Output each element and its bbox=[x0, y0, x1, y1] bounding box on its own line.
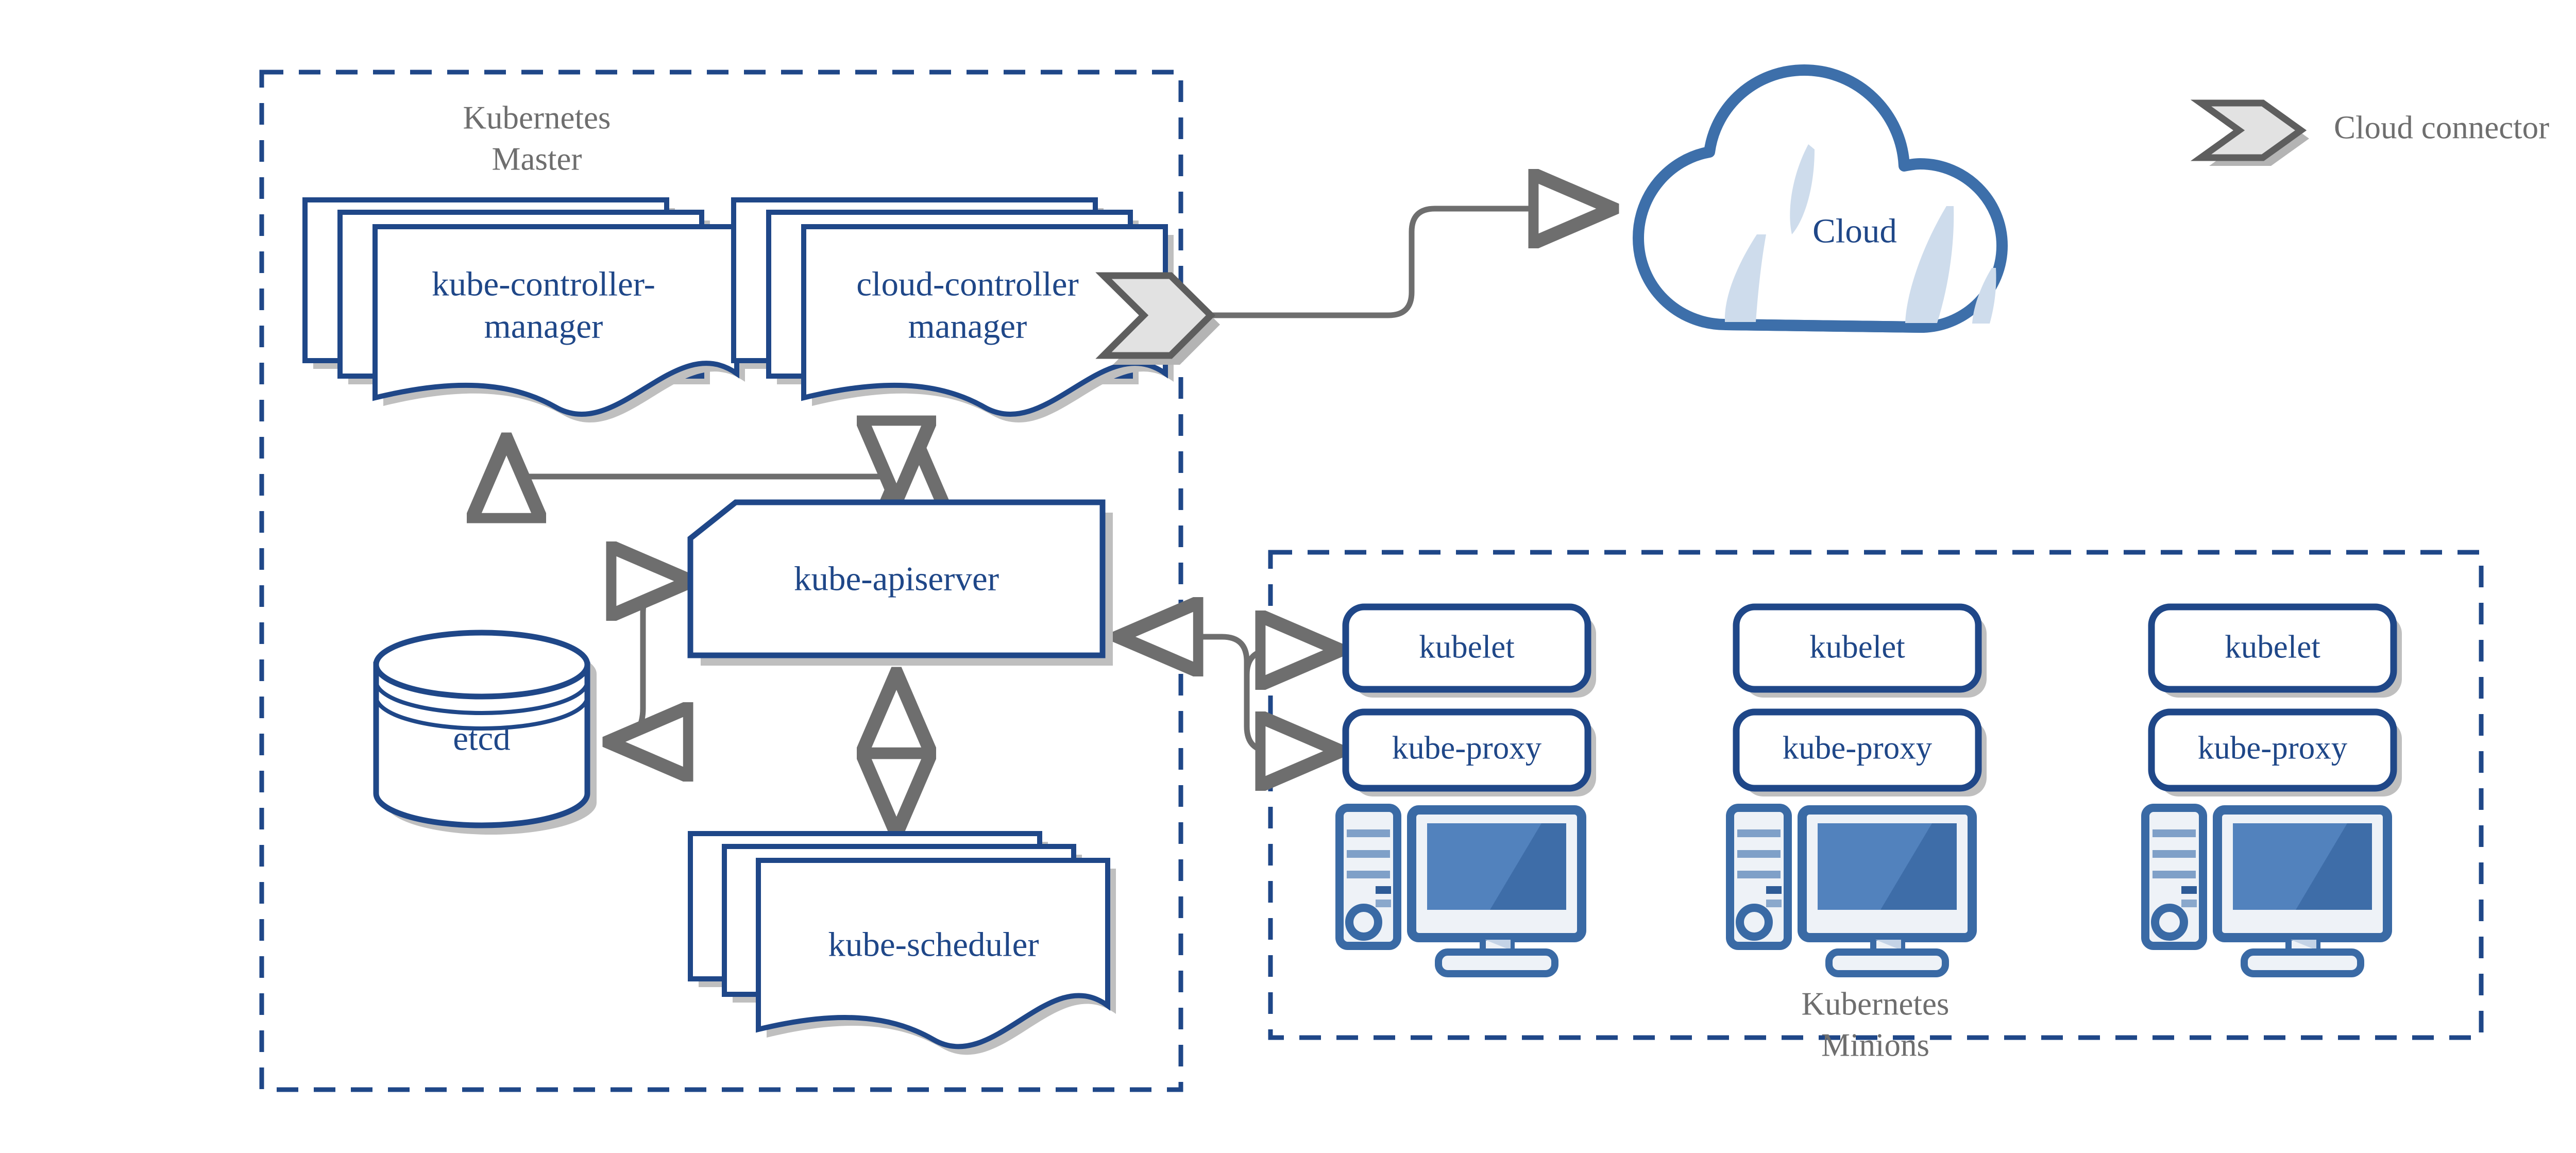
connector-apiserver-to-kubeproxy bbox=[1121, 637, 1337, 751]
cloud-outline bbox=[1633, 64, 2008, 333]
cloud-label: Cloud bbox=[1812, 212, 1897, 250]
node-kube-apiserver[interactable]: kube-apiserver bbox=[687, 499, 1113, 666]
kube-apiserver-shape bbox=[687, 499, 1106, 658]
minion-2-kube-proxy-label: kube-proxy bbox=[1783, 730, 1933, 766]
legend-cloud-connector-label: Cloud connector bbox=[2334, 109, 2549, 145]
minion-1-desktop-computer-icon bbox=[1335, 804, 1586, 977]
kubernetes-minions-group: Kubernetes Minions bbox=[1268, 550, 2484, 1063]
minion-node-1: kubelet kube-proxy bbox=[1335, 603, 1596, 977]
minion-1-kube-proxy-label: kube-proxy bbox=[1392, 730, 1542, 766]
minion-node-2: kubelet kube-proxy bbox=[1726, 603, 1987, 977]
minion-3-desktop-computer-icon bbox=[2141, 804, 2392, 977]
cloud-shade-4 bbox=[1972, 268, 1996, 324]
minion-node-3: kubelet kube-proxy bbox=[2141, 603, 2402, 977]
connector-ccm-to-cloud bbox=[1200, 209, 1610, 318]
minion-2-desktop-computer-icon bbox=[1726, 804, 1977, 977]
cloud-controller-manager-label-line2: manager bbox=[908, 307, 1027, 345]
cloud-controller-manager-label-line1: cloud-controller bbox=[856, 265, 1079, 303]
etcd-label: etcd bbox=[453, 719, 511, 757]
master-group-label-line1: Kubernetes bbox=[463, 99, 611, 135]
node-cloud-controller-manager[interactable]: cloud-controller manager bbox=[731, 197, 1174, 422]
etcd-cylinder-body bbox=[373, 662, 590, 828]
connector-apiserver-to-kcm bbox=[506, 440, 878, 477]
connector-apiserver-to-ccm bbox=[878, 440, 914, 477]
minion-2-kube-proxy[interactable]: kube-proxy bbox=[1733, 708, 1987, 796]
kube-scheduler-label: kube-scheduler bbox=[828, 925, 1039, 963]
cloud-shade-2 bbox=[1724, 234, 1766, 322]
cloud-shade-3 bbox=[1905, 206, 1954, 323]
minion-1-kube-proxy[interactable]: kube-proxy bbox=[1342, 708, 1596, 796]
minion-1-kubelet[interactable]: kubelet bbox=[1342, 603, 1596, 698]
master-group-label-line2: Master bbox=[492, 141, 582, 177]
node-etcd[interactable]: etcd bbox=[373, 630, 597, 835]
minions-group-label-line2: Minions bbox=[1821, 1027, 1929, 1063]
minion-2-kubelet-label: kubelet bbox=[1809, 629, 1905, 665]
kube-apiserver-label: kube-apiserver bbox=[794, 559, 999, 598]
legend-cloud-connector-chevron-icon bbox=[2190, 99, 2309, 166]
minion-3-kubelet[interactable]: kubelet bbox=[2148, 603, 2402, 698]
kube-controller-manager-label-line1: kube-controller- bbox=[432, 265, 655, 303]
minion-2-kubelet[interactable]: kubelet bbox=[1733, 603, 1987, 698]
cloud-shape bbox=[1633, 64, 2036, 333]
node-kube-controller-manager[interactable]: kube-controller- manager bbox=[302, 197, 745, 422]
kube-controller-manager-shape bbox=[372, 224, 739, 417]
minion-3-kube-proxy-label: kube-proxy bbox=[2198, 730, 2348, 766]
kube-controller-manager-label-line2: manager bbox=[484, 307, 603, 345]
etcd-disc-line-2 bbox=[374, 696, 589, 731]
minion-3-kubelet-label: kubelet bbox=[2225, 629, 2320, 665]
cloud-shade-1 bbox=[1790, 144, 1815, 234]
connector-etcd-apiserver bbox=[611, 581, 688, 742]
etcd-cylinder-top bbox=[373, 630, 590, 700]
node-cloud[interactable]: Cloud bbox=[1633, 64, 2146, 377]
minion-3-kube-proxy[interactable]: kube-proxy bbox=[2148, 708, 2402, 796]
minions-group-label-line1: Kubernetes bbox=[1802, 986, 1950, 1022]
master-group-border bbox=[259, 70, 1183, 1092]
minion-1-kubelet-label: kubelet bbox=[1419, 629, 1515, 665]
cloud-connector-chevron-icon[interactable] bbox=[1095, 272, 1220, 365]
node-kube-scheduler[interactable]: kube-scheduler bbox=[688, 831, 1116, 1055]
legend: Cloud connector bbox=[2190, 99, 2549, 166]
kube-scheduler-shape bbox=[756, 858, 1110, 1049]
connector-apiserver-to-kubelet bbox=[1244, 650, 1337, 675]
minions-group-border bbox=[1268, 550, 2484, 1040]
etcd-disc-line-1 bbox=[374, 681, 589, 715]
kubernetes-master-group: Kubernetes Master bbox=[259, 70, 1183, 1092]
